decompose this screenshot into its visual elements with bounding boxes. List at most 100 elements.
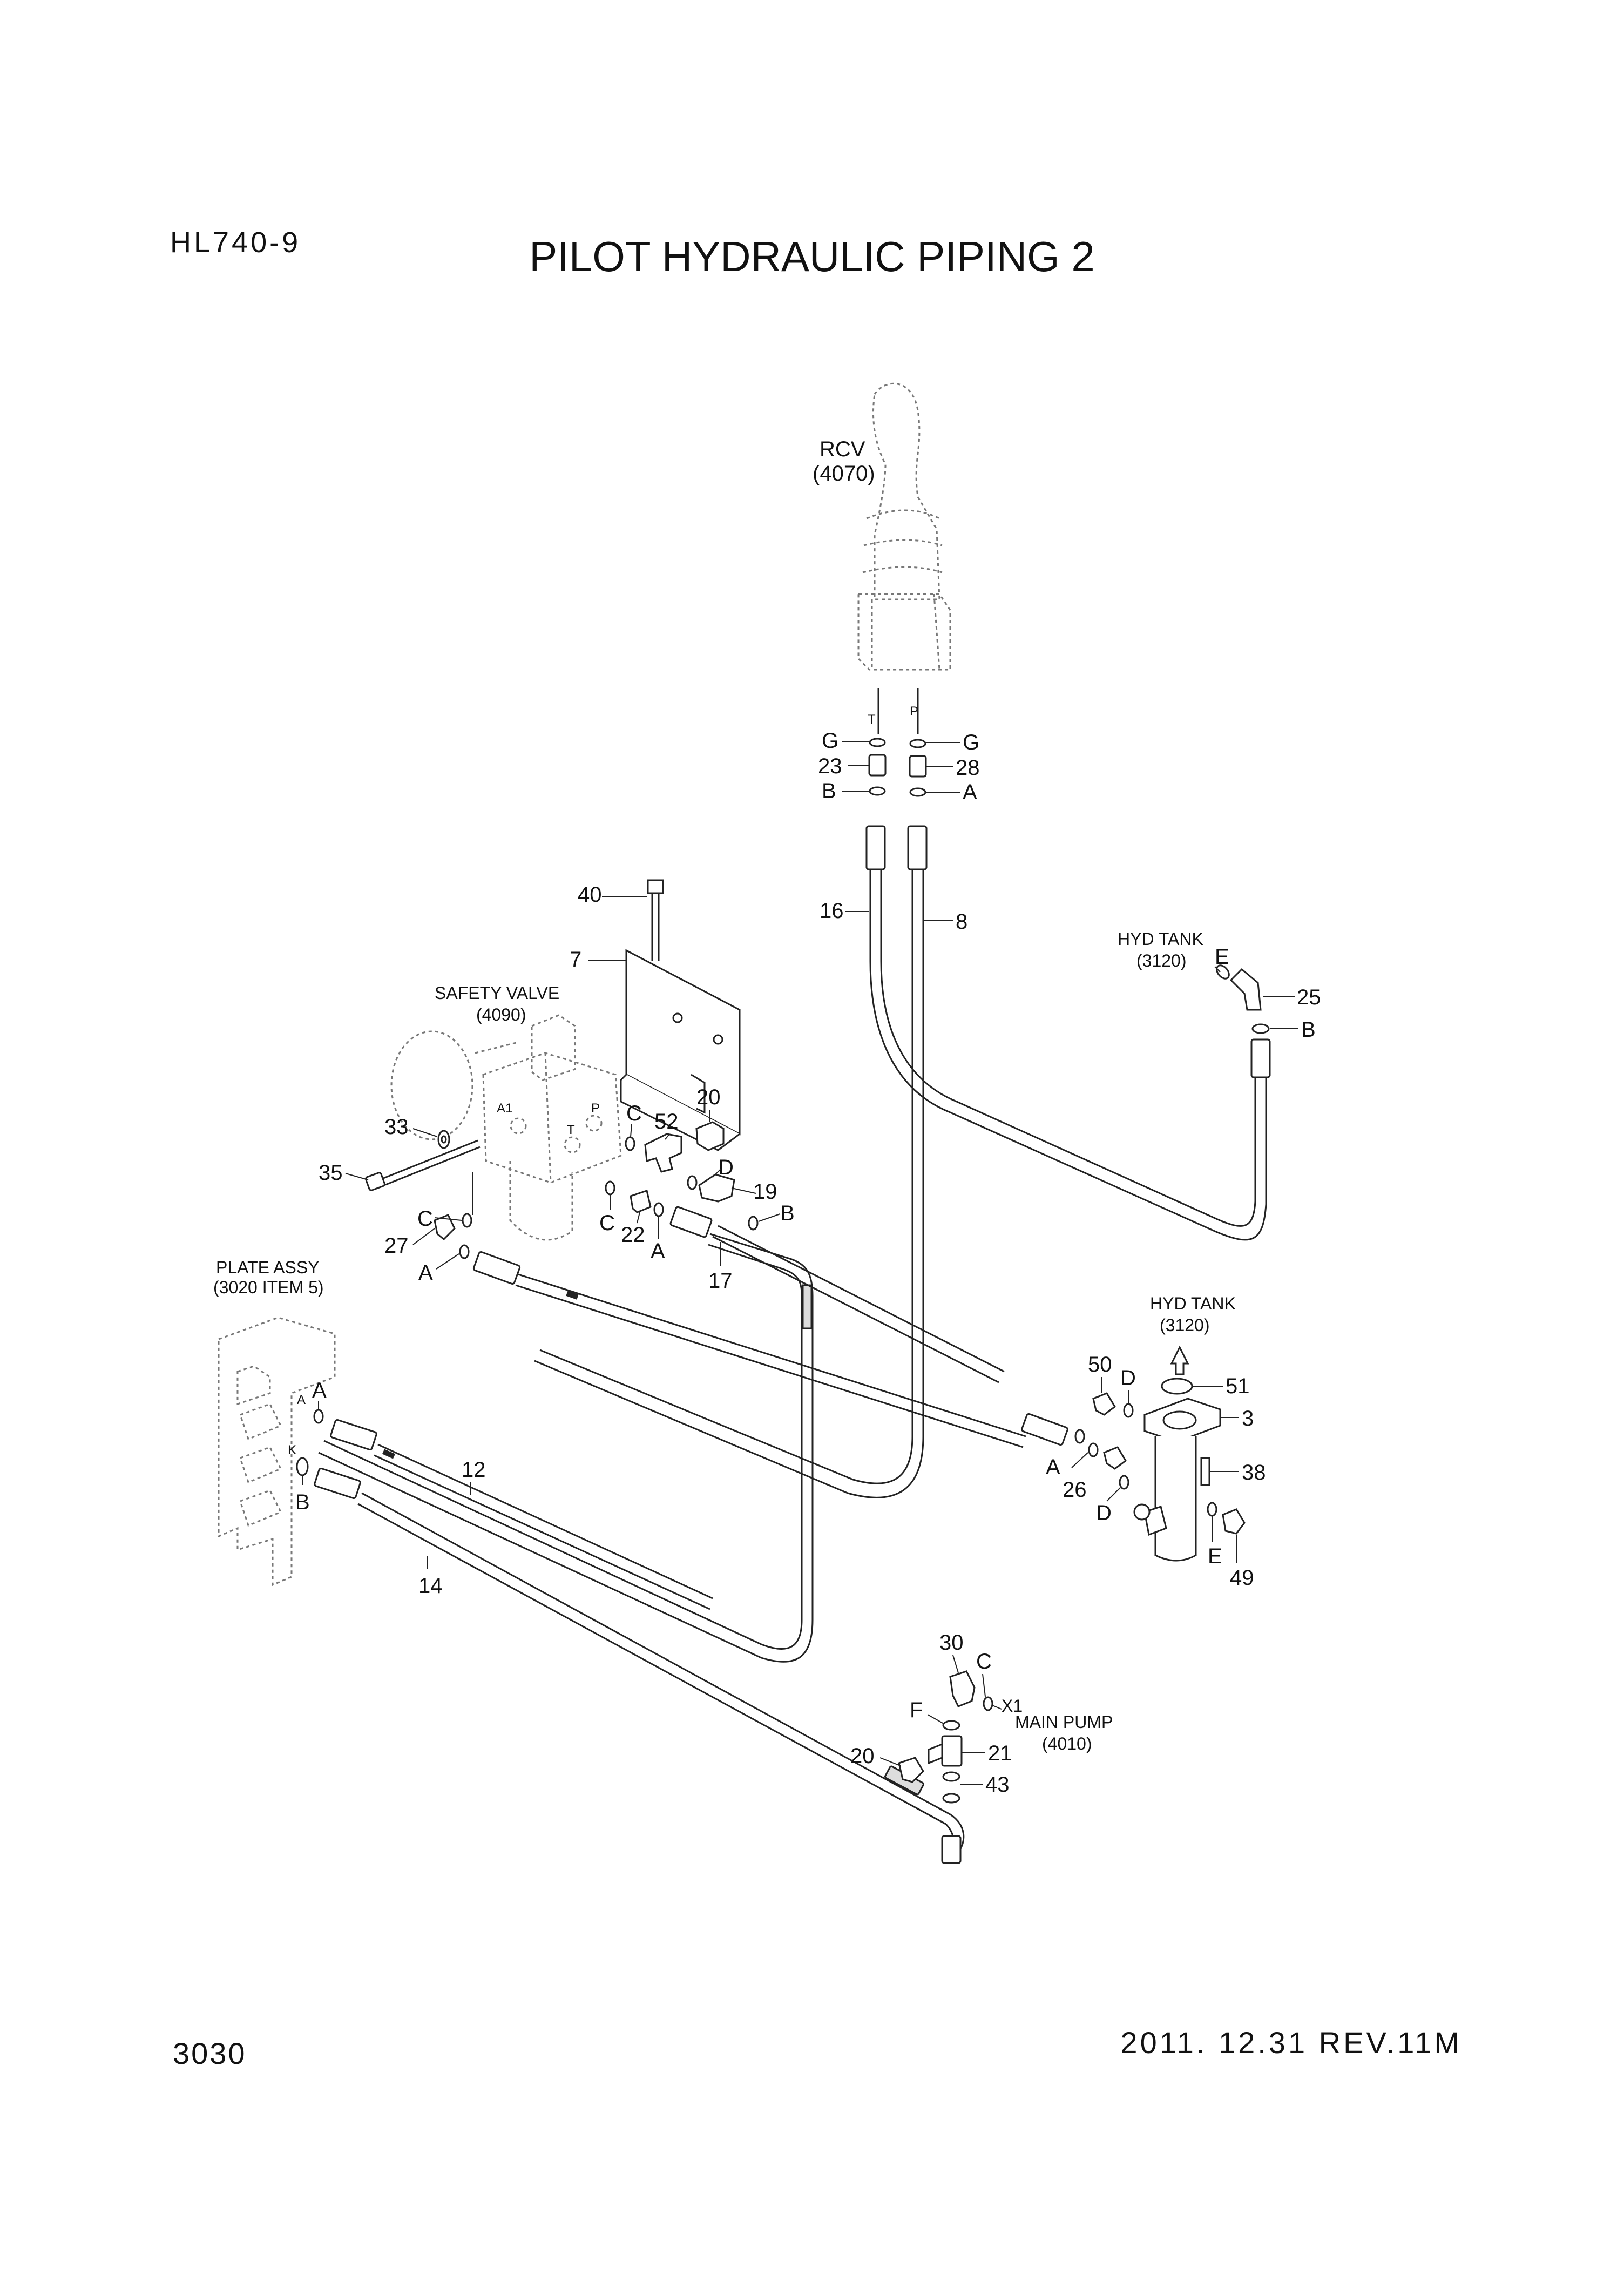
- hose-16: [865, 825, 1267, 1241]
- mp-x1: X1: [1002, 1696, 1023, 1716]
- callout-23: 23: [818, 754, 842, 778]
- pt-leaders: [1071, 1377, 1239, 1563]
- callout-19: 19: [753, 1180, 777, 1204]
- sv-d: D: [718, 1156, 734, 1179]
- tank-b: B: [1301, 1018, 1316, 1042]
- callout-51: 51: [1226, 1374, 1250, 1398]
- up-arrow-icon: [1170, 1345, 1189, 1375]
- product-tank-hose-end: [1021, 1413, 1085, 1446]
- pa-b: B: [295, 1490, 310, 1514]
- hose-8: [534, 825, 928, 1498]
- washer-33: [437, 1130, 450, 1149]
- pa-leaders: [302, 1401, 319, 1485]
- rcv-ref: (4070): [813, 462, 875, 485]
- rcv-a: A: [963, 780, 977, 804]
- hyd-tank-top-label: HYD TANK: [1118, 929, 1203, 949]
- pt-a: A: [1046, 1455, 1060, 1479]
- hose-17: [318, 1206, 814, 1663]
- callout-40: 40: [578, 883, 602, 907]
- hyd-tank-bottom-label: HYD TANK: [1150, 1294, 1236, 1313]
- rcv-b: B: [822, 779, 836, 803]
- pa-k: K: [288, 1443, 296, 1457]
- rcv-joystick: [857, 382, 951, 671]
- hyd-tank-top-ref: (3120): [1136, 951, 1187, 970]
- callout-35: 35: [319, 1161, 343, 1185]
- sv-c2: C: [626, 1102, 642, 1125]
- callout-26: 26: [1063, 1478, 1087, 1502]
- callout-49: 49: [1230, 1566, 1254, 1590]
- sv-c3: C: [599, 1211, 615, 1235]
- safety-valve-ref: (4090): [476, 1005, 526, 1024]
- safety-valve: [390, 1014, 622, 1241]
- sv-a1x: A: [418, 1261, 433, 1285]
- rcv-fittings: [868, 738, 927, 797]
- sv-a2: A: [651, 1239, 665, 1263]
- rcv-leaders: [842, 741, 960, 921]
- fitting-27: [434, 1213, 472, 1259]
- callout-7: 7: [570, 948, 581, 971]
- main-pump-fittings: [898, 1670, 993, 1804]
- callout-17: 17: [708, 1269, 733, 1293]
- callout-30: 30: [939, 1631, 964, 1655]
- sv-right-leaders: [610, 1110, 781, 1239]
- callout-3: 3: [1242, 1407, 1254, 1430]
- callout-21: 21: [988, 1742, 1012, 1765]
- rcv-label: RCV: [820, 437, 865, 461]
- sv-port-a1: A1: [497, 1101, 512, 1116]
- hose-14: [314, 1468, 965, 1864]
- sv-right-fittings: [605, 1121, 759, 1231]
- callout-8: 8: [956, 910, 967, 934]
- bracket-leaders: [588, 896, 647, 961]
- filter-housing-3: [1133, 1378, 1221, 1562]
- main-pump-ref: (4010): [1042, 1734, 1092, 1753]
- callout-43: 43: [985, 1773, 1010, 1797]
- hose-a-line: [472, 1251, 1026, 1448]
- revision-date: 2011. 12.31 REV.11M: [1120, 2026, 1462, 2060]
- fitting-50: [1092, 1392, 1116, 1416]
- model-number: HL740-9: [170, 226, 301, 259]
- callout-20-a: 20: [696, 1085, 721, 1109]
- page-number: 3030: [173, 2036, 247, 2070]
- fitting27-leaders: [412, 1217, 462, 1270]
- bolt-35: [365, 1139, 481, 1191]
- sv-port-t: T: [567, 1123, 575, 1137]
- mp-f: F: [910, 1698, 923, 1722]
- callout-22: 22: [621, 1223, 645, 1247]
- tank-hose-end: [1250, 1038, 1271, 1078]
- rcv-port-p: P: [910, 704, 918, 719]
- sv-port-p: P: [591, 1101, 600, 1116]
- rcv-g-left: G: [822, 729, 838, 753]
- callout-38: 38: [1242, 1461, 1266, 1484]
- callout-33: 33: [384, 1115, 409, 1139]
- hose-12: [330, 1419, 713, 1610]
- mp-leaders: [879, 1655, 1002, 1785]
- pa-a: A: [312, 1379, 327, 1402]
- pt-e: E: [1208, 1544, 1222, 1568]
- plate-assy-label: PLATE ASSY: [216, 1258, 320, 1277]
- callout-27: 27: [384, 1234, 409, 1258]
- tank-elbow-25: [1216, 964, 1270, 1034]
- pt-d2: D: [1096, 1501, 1112, 1525]
- callout-28: 28: [956, 756, 980, 780]
- callout-12: 12: [462, 1458, 486, 1482]
- sv-bolt-leaders: [345, 1128, 438, 1180]
- pt-d1: D: [1120, 1366, 1136, 1390]
- callout-20-b: 20: [850, 1744, 875, 1768]
- hyd-tank-bottom-ref: (3120): [1160, 1315, 1210, 1335]
- main-pump-label: MAIN PUMP: [1015, 1712, 1113, 1732]
- rcv-port-stems: [877, 688, 919, 734]
- bolt-40: [647, 879, 664, 961]
- callout-14: 14: [418, 1574, 443, 1598]
- callout-50: 50: [1088, 1353, 1112, 1376]
- fitting-26: [1088, 1442, 1127, 1470]
- callout-52: 52: [654, 1110, 679, 1133]
- page-title: PILOT HYDRAULIC PIPING 2: [529, 233, 1095, 280]
- hose-17-b: [712, 1225, 1005, 1383]
- plate-assy: [218, 1317, 336, 1587]
- plate-assy-orings: [296, 1409, 324, 1476]
- callout-25: 25: [1297, 986, 1321, 1009]
- rcv-port-t: T: [868, 712, 876, 727]
- plate-assy-ref: (3020 ITEM 5): [213, 1278, 324, 1297]
